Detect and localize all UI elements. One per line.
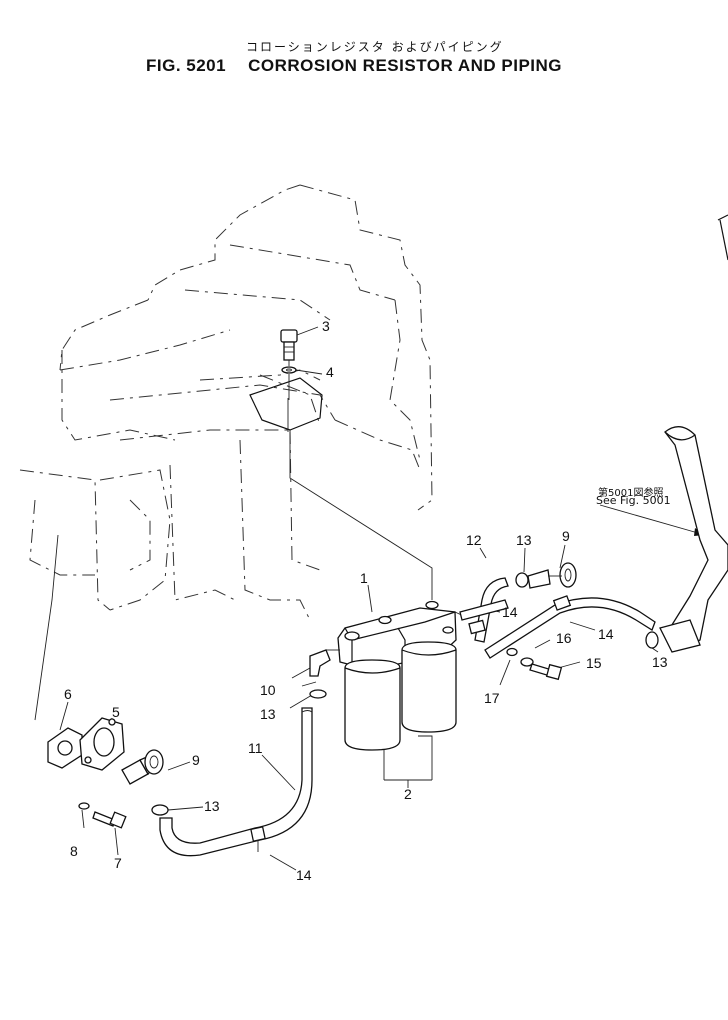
washer-part-16 <box>520 657 534 667</box>
washer-part-8 <box>78 802 90 810</box>
callout-7: 7 <box>114 855 122 871</box>
callout-16: 16 <box>556 630 572 646</box>
washer-part-4 <box>281 366 297 374</box>
callout-13-lower: 13 <box>204 798 220 814</box>
callout-6: 6 <box>64 686 72 702</box>
callout-14-lower: 14 <box>296 867 312 883</box>
callout-15: 15 <box>586 655 602 671</box>
callout-5: 5 <box>112 704 120 720</box>
engine-block-outline <box>19 184 433 621</box>
figure-name: CORROSION RESISTOR AND PIPING <box>248 56 563 75</box>
callout-4: 4 <box>326 364 334 380</box>
reference-note-en: See Fig. 5001 <box>596 494 671 507</box>
mounting-bracket-on-block <box>249 377 323 432</box>
pipe-part-12 <box>459 577 509 643</box>
flange-part-5 <box>79 717 125 771</box>
hose-part-right <box>484 595 656 659</box>
hose-part-11 <box>159 707 313 857</box>
callout-14-right: 14 <box>598 626 614 642</box>
clamp-part-13-right <box>645 631 659 649</box>
figure-number: FIG. 5201 <box>146 56 227 75</box>
elbow-fitting-part-10 <box>309 649 340 677</box>
bolt-part-7 <box>92 811 127 829</box>
clamp-part-13-lower <box>151 804 169 816</box>
callout-13-right: 13 <box>652 654 668 670</box>
callout-12: 12 <box>466 532 482 548</box>
valve-part-9-lower <box>121 749 164 785</box>
reference-note-jp: 第5001図参照 <box>598 488 664 499</box>
title-japanese: コローションレジスタ およびパイピング <box>246 40 504 54</box>
figure-title: FIG. 5201 CORROSION RESISTOR AND PIPING <box>146 56 562 76</box>
washer-part-17 <box>506 647 518 657</box>
callout-17: 17 <box>484 690 500 706</box>
engine-side-pipe-see-fig-5001 <box>659 214 728 653</box>
callout-13-middle: 13 <box>260 706 276 722</box>
callout-11: 11 <box>248 740 263 756</box>
clamp-part-13-upper <box>515 572 529 588</box>
gasket-part-6 <box>47 727 83 769</box>
callout-14-upper: 14 <box>502 604 518 620</box>
clip-part-14-upper <box>468 619 486 635</box>
callout-9-lower: 9 <box>192 752 200 768</box>
callout-10: 10 <box>260 682 276 698</box>
callout-2: 2 <box>404 786 412 802</box>
callout-9-upper: 9 <box>562 528 570 544</box>
callout-1: 1 <box>360 570 368 586</box>
bolt-part-15 <box>529 663 563 681</box>
valve-part-9-upper <box>527 562 577 589</box>
callout-3: 3 <box>322 318 330 334</box>
filter-cartridge-part-2 <box>344 641 457 751</box>
bolt-part-3 <box>280 329 298 361</box>
clamp-part-13-lower-hose-top <box>309 689 327 699</box>
callout-8: 8 <box>70 843 78 859</box>
callout-13-upper: 13 <box>516 532 532 548</box>
